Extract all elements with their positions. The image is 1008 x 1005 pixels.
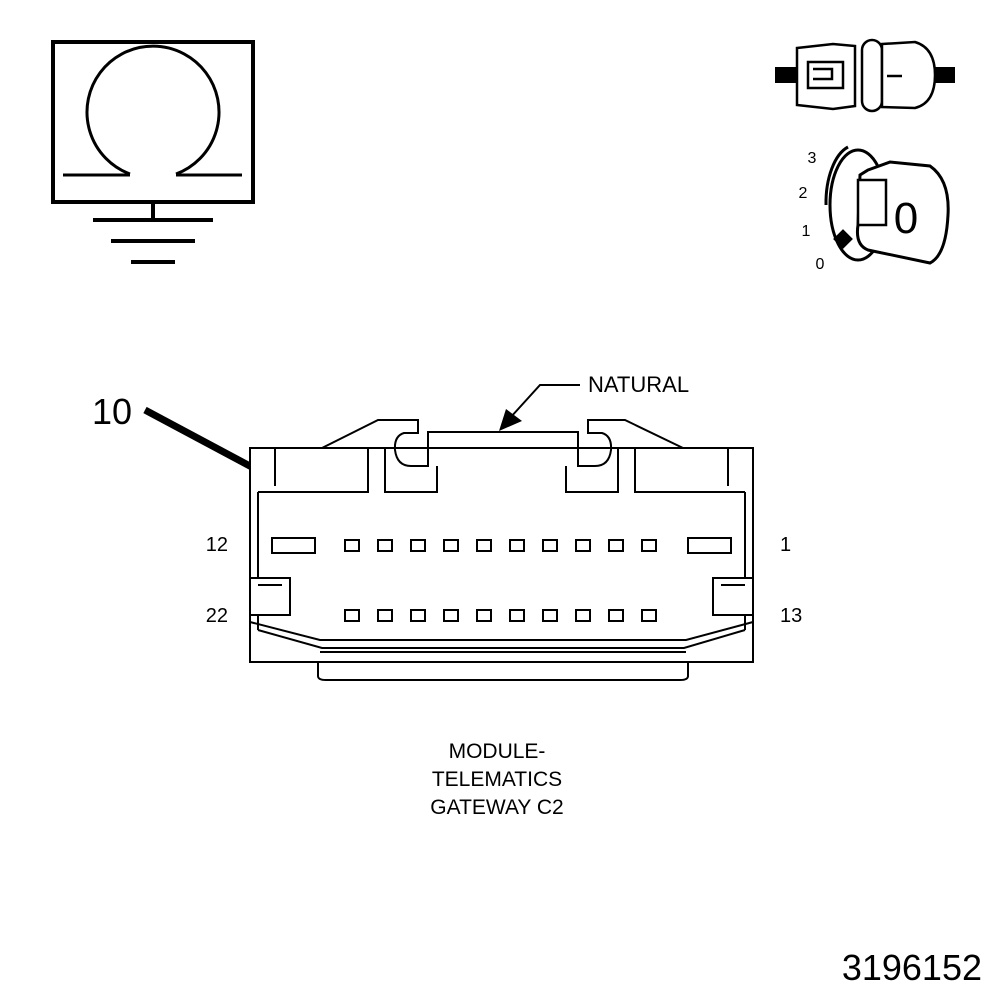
ignition-position-3: 3 bbox=[808, 150, 817, 167]
cavity-top bbox=[641, 539, 657, 552]
unplugged-connector-icon bbox=[775, 38, 955, 113]
caption-line-2: TELEMATICS bbox=[432, 768, 562, 791]
cavity-group bbox=[271, 537, 732, 622]
row-bottom-left-label: 22 bbox=[206, 605, 228, 627]
cavity-bottom bbox=[476, 609, 492, 622]
cavity-bottom bbox=[575, 609, 591, 622]
cavity-bottom bbox=[509, 609, 525, 622]
color-leader-line bbox=[509, 384, 580, 419]
cavity-bottom bbox=[410, 609, 426, 622]
callout-pin-number: 10 bbox=[92, 391, 132, 432]
cavity-top bbox=[542, 539, 558, 552]
row-top-left-label: 12 bbox=[206, 534, 228, 556]
cavity-wide-right bbox=[687, 537, 732, 554]
cavity-top bbox=[575, 539, 591, 552]
ignition-position-0: 0 bbox=[816, 256, 825, 273]
color-leader-arrow bbox=[499, 409, 522, 431]
figure-number: 3196152 bbox=[842, 947, 982, 988]
cavity-bottom bbox=[641, 609, 657, 622]
cavity-top bbox=[377, 539, 393, 552]
caption-line-1: MODULE- bbox=[449, 740, 546, 763]
ignition-position-2: 2 bbox=[799, 185, 808, 202]
ignition-key-off-icon: 0 3 2 1 0 bbox=[799, 145, 950, 273]
cavity-bottom bbox=[542, 609, 558, 622]
caption-line-3: GATEWAY C2 bbox=[430, 796, 563, 819]
connector-face bbox=[249, 419, 754, 681]
connector-color-label: NATURAL bbox=[588, 372, 689, 397]
cavity-bottom bbox=[608, 609, 624, 622]
cavity-bottom bbox=[344, 609, 360, 622]
ignition-position-1: 1 bbox=[802, 223, 811, 240]
key-glyph: 0 bbox=[894, 194, 918, 243]
cavity-wide-left bbox=[271, 537, 316, 554]
ohmmeter-icon bbox=[51, 40, 255, 204]
cavity-bottom bbox=[443, 609, 459, 622]
cavity-top bbox=[344, 539, 360, 552]
cavity-top bbox=[476, 539, 492, 552]
cavity-top bbox=[410, 539, 426, 552]
cavity-top bbox=[608, 539, 624, 552]
cavity-top bbox=[443, 539, 459, 552]
row-top-right-label: 1 bbox=[780, 534, 791, 556]
cavity-bottom bbox=[377, 609, 393, 622]
cavity-top bbox=[509, 539, 525, 552]
row-bottom-right-label: 13 bbox=[780, 605, 802, 627]
ground-icon bbox=[93, 202, 213, 264]
